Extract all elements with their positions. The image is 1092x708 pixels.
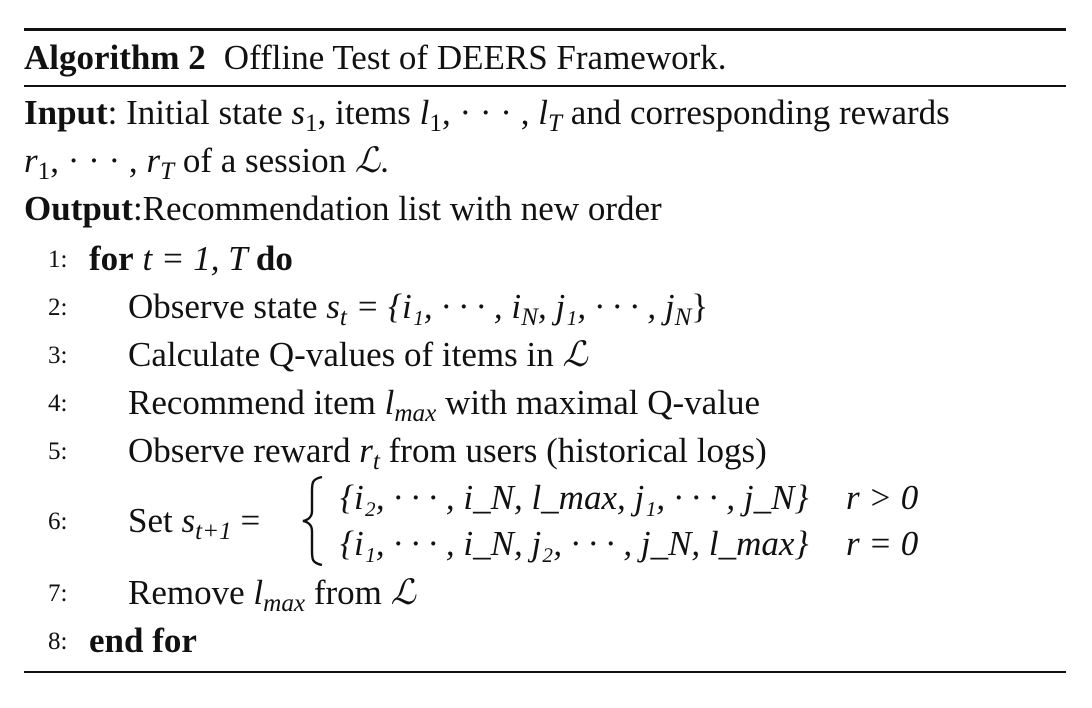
algo-line-6: 6: Set st+1 = {i₂, · · · , i_N, l_max, j…: [24, 475, 1066, 569]
algo-line-2: 2: Observe state st = {i₁, · · · , iN, j…: [24, 283, 1066, 331]
input-dots-1: , · · · ,: [442, 93, 539, 132]
input-l1: l: [419, 93, 430, 132]
input-period: .: [380, 141, 389, 180]
next-state-symbol: s: [181, 501, 196, 540]
input-rT-sub: T: [160, 158, 175, 186]
input-lT-sub: T: [547, 110, 562, 138]
algo-line-3: 3: Calculate Q-values of items in ℒ: [24, 331, 1066, 379]
reward-symbol: r: [359, 431, 373, 470]
input-line-2: r1, · · · , rT of a session ℒ.: [24, 137, 1066, 185]
line-text: Recommend item: [128, 383, 385, 422]
line-number: 8:: [48, 628, 68, 655]
item-sub: max: [263, 590, 306, 618]
input-text-a: : Initial state: [107, 93, 292, 132]
input-lT: l: [538, 93, 548, 132]
caption-rule: [24, 85, 1066, 87]
line-body: Calculate Q-values of items in ℒ: [128, 331, 588, 379]
algo-line-1: 1: for t = 1, T do: [24, 235, 1066, 283]
algo-line-5: 5: Observe reward rt from users (histori…: [24, 427, 1066, 475]
line-body: Observe reward rt from users (historical…: [128, 427, 767, 475]
input-block: Input: Initial state s1, items l1, · · ·…: [24, 89, 1066, 185]
input-l1-sub: 1: [429, 110, 442, 138]
loop-range: t = 1, T: [133, 239, 256, 278]
output-text: :Recommendation list with new order: [132, 189, 662, 228]
input-s-sub: 1: [305, 110, 318, 138]
line-text: Observe reward: [128, 431, 360, 470]
line-number: 2:: [48, 294, 68, 321]
algo-line-4: 4: Recommend item lmax with maximal Q-va…: [24, 379, 1066, 427]
do-keyword: do: [255, 239, 293, 278]
input-r1: r: [24, 141, 38, 180]
state-symbol: s: [326, 287, 340, 326]
output-label: Output: [24, 189, 133, 228]
input-s: s: [291, 93, 305, 132]
state-set-a: = {i₁, · · · , i: [346, 287, 522, 326]
line-text: Remove: [128, 573, 254, 612]
algorithm-label: Algorithm 2: [24, 38, 206, 77]
line-number: 6:: [48, 508, 68, 535]
algorithm-box: Algorithm 2 Offline Test of DEERS Framew…: [24, 28, 1066, 673]
line-body: Set st+1 =: [128, 497, 260, 545]
output-block: Output:Recommendation list with new orde…: [24, 185, 1066, 233]
line-body: end for: [89, 617, 197, 665]
input-text-d: of a session: [174, 141, 355, 180]
algo-line-7: 7: Remove lmax from ℒ: [24, 569, 1066, 617]
case-2-condition: r = 0: [846, 524, 919, 563]
top-rule: [24, 28, 1066, 31]
next-state-sub: t+1: [195, 518, 232, 546]
line-body: Observe state st = {i₁, · · · , iN, j₁, …: [128, 283, 708, 331]
state-set-close: }: [691, 287, 709, 326]
algo-line-8: 8: end for: [24, 617, 1066, 665]
line-body: Recommend item lmax with maximal Q-value: [128, 379, 760, 427]
state-set-sub-a: N: [521, 304, 538, 332]
algorithm-title: Offline Test of DEERS Framework.: [223, 38, 727, 77]
equals-sign: =: [231, 501, 261, 540]
input-line-1: Input: Initial state s1, items l1, · · ·…: [24, 89, 1066, 137]
item-symbol: l: [253, 573, 264, 612]
state-set-sub-b: N: [674, 304, 692, 332]
state-set-b: , j₁, · · · , j: [537, 287, 675, 326]
input-label: Input: [24, 93, 108, 132]
case-2-set: {i₁, · · · , i_N, j₂, · · · , j_N, l_max…: [340, 524, 809, 563]
case-1-condition: r > 0: [846, 478, 919, 517]
input-dots-2: , · · · ,: [50, 141, 147, 180]
line-rest: from users (historical logs): [379, 431, 767, 470]
algorithm-caption: Algorithm 2 Offline Test of DEERS Framew…: [24, 31, 1066, 85]
session-symbol: ℒ: [562, 335, 588, 375]
line-number: 1:: [48, 246, 68, 273]
line-body: for t = 1, T do: [89, 235, 293, 283]
line-text: Observe state: [128, 287, 327, 326]
input-r1-sub: 1: [37, 158, 51, 186]
input-rT: r: [146, 141, 161, 180]
state-sub: t: [339, 304, 347, 332]
line-text: Calculate Q-values of items in: [128, 335, 563, 374]
line-rest: with maximal Q-value: [436, 383, 760, 422]
left-brace-icon: [302, 475, 323, 567]
case-1-set: {i₂, · · · , i_N, l_max, j₁, · · · , j_N…: [340, 478, 809, 517]
input-text-b: , items: [317, 93, 420, 132]
line-text: Set: [128, 501, 182, 540]
end-for-keyword: end for: [89, 621, 197, 660]
line-number: 3:: [48, 342, 68, 369]
line-number: 4:: [48, 390, 68, 417]
line-number: 5:: [48, 438, 68, 465]
item-sub: max: [394, 400, 437, 428]
line-number: 7:: [48, 580, 68, 607]
item-symbol: l: [384, 383, 395, 422]
line-rest: from: [305, 573, 391, 612]
bottom-rule: [24, 671, 1066, 673]
session-symbol: ℒ: [354, 141, 381, 181]
input-text-c: and corresponding rewards: [561, 93, 950, 132]
session-symbol: ℒ: [390, 573, 416, 613]
line-body: Remove lmax from ℒ: [128, 569, 416, 617]
reward-sub: t: [372, 448, 380, 476]
for-keyword: for: [89, 239, 134, 278]
